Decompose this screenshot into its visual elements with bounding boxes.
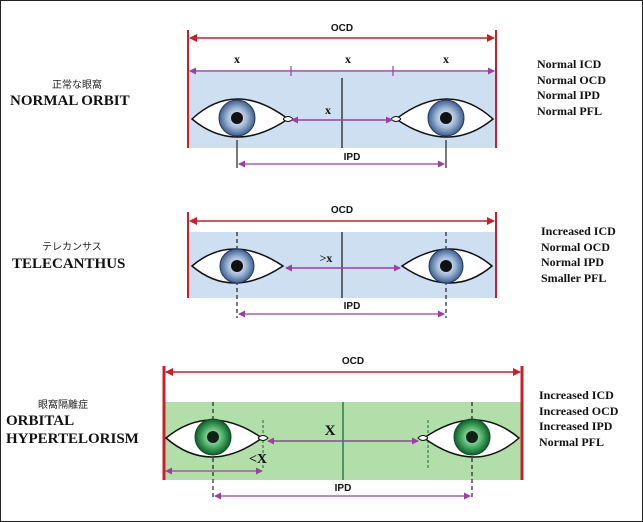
right-eye — [390, 98, 495, 138]
x-label-center: x — [345, 52, 351, 66]
hypertelorism-jp-label: 眼窩隔離症 — [38, 400, 88, 411]
ocd-label: OCD — [331, 23, 353, 34]
ocd-label: OCD — [331, 205, 353, 216]
hypertelorism-title-line2: HYPERTELORISM — [6, 431, 139, 447]
ipd-label: IPD — [344, 152, 361, 163]
icd-label: >x — [320, 251, 333, 265]
panel-normal-orbit: OCD x x x x IPD — [187, 23, 497, 168]
note-line: Smaller PFL — [541, 270, 607, 285]
hypertelorism-notes: Increased ICD Increased OCD Increased IP… — [539, 388, 618, 450]
normal-orbit-title: NORMAL ORBIT — [10, 93, 130, 109]
hypertelorism-title-line1: ORBITAL — [6, 413, 75, 429]
ipd-label: IPD — [335, 483, 352, 494]
note-line: Normal OCD — [537, 72, 606, 87]
normal-orbit-jp-label: 正常な眼窩 — [52, 80, 102, 91]
ipd-label: IPD — [344, 301, 361, 312]
left-eye — [190, 98, 294, 138]
note-line: Increased ICD — [541, 224, 616, 238]
note-line: Normal IPD — [541, 255, 604, 269]
note-line: Normal PFL — [537, 103, 602, 118]
telecanthus-notes: Increased ICD Normal OCD Normal IPD Smal… — [541, 224, 616, 286]
telecanthus-jp-label: テレカンサス — [42, 242, 102, 253]
right-eye — [400, 248, 494, 284]
note-line: Normal PFL — [539, 434, 604, 449]
left-eye — [190, 248, 285, 284]
x-label-left: x — [234, 52, 240, 66]
note-line: Increased ICD — [539, 388, 614, 402]
note-line: Increased IPD — [539, 419, 613, 433]
note-line: Normal ICD — [537, 57, 602, 71]
note-line: Normal OCD — [541, 239, 610, 254]
panel-telecanthus: OCD >x IPD — [187, 205, 497, 318]
left-eye — [164, 418, 269, 458]
telecanthus-title: TELECANTHUS — [12, 256, 126, 272]
panel-orbital-hypertelorism: OCD X <X IPD — [162, 356, 524, 500]
small-x-label: <X — [249, 452, 267, 467]
note-line: Normal IPD — [537, 88, 600, 102]
icd-label: X — [325, 423, 336, 439]
right-eye — [417, 418, 521, 458]
x-label-right: x — [443, 52, 449, 66]
ocd-label: OCD — [342, 356, 364, 367]
icd-label: x — [325, 103, 331, 117]
note-line: Increased OCD — [539, 403, 619, 418]
normal-orbit-notes: Normal ICD Normal OCD Normal IPD Normal … — [537, 57, 606, 119]
